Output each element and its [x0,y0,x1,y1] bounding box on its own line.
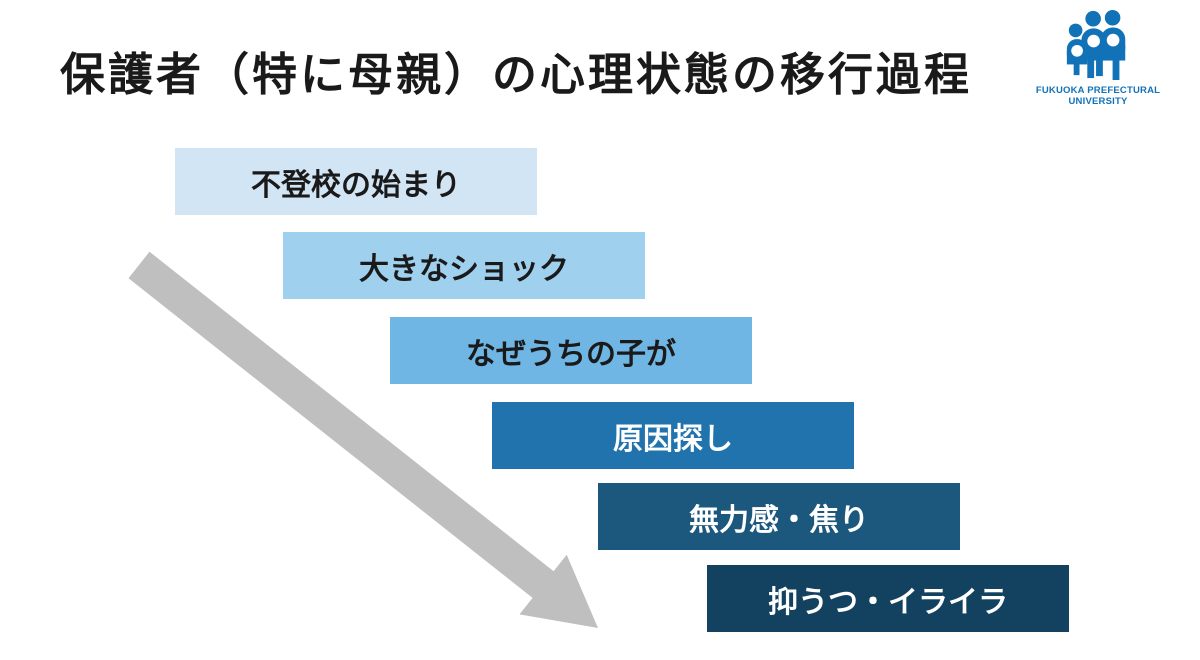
step-label-5: 無力感・焦り [689,503,869,537]
step-box-4: 原因探し [492,402,854,469]
three-figures-logo-icon [1062,8,1134,80]
logo-text: FUKUOKA PREFECTURAL UNIVERSITY [1024,85,1172,108]
step-label-1: 不登校の始まり [251,168,461,202]
step-box-2: 大きなショック [283,232,645,299]
step-label-3: なぜうちの子が [466,337,676,371]
logo-text-line2: UNIVERSITY [1068,95,1128,107]
step-box-5: 無力感・焦り [598,483,960,550]
step-label-6: 抑うつ・イライラ [768,585,1008,619]
step-label-2: 大きなショック [359,252,569,286]
university-logo: FUKUOKA PREFECTURAL UNIVERSITY [1024,8,1172,108]
logo-text-line1: FUKUOKA PREFECTURAL [1035,85,1161,96]
step-box-1: 不登校の始まり [175,148,537,215]
step-box-6: 抑うつ・イライラ [707,565,1069,632]
step-box-3: なぜうちの子が [390,317,752,384]
step-label-4: 原因探し [613,422,733,456]
slide-title: 保護者（特に母親）の心理状態の移行過程 [60,49,973,100]
